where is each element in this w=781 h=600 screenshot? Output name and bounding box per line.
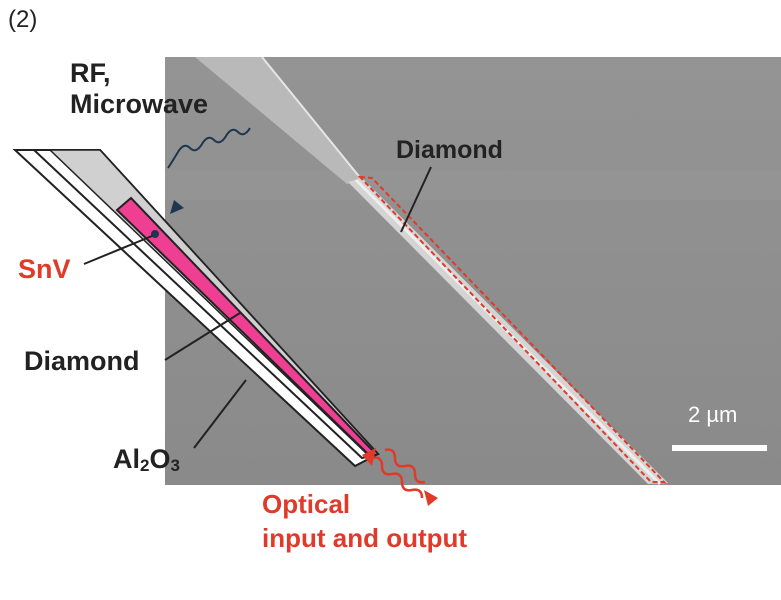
optical-label-line1: Optical xyxy=(262,489,351,519)
al2o3-label: Al2O3 xyxy=(113,444,180,476)
snv-center-dot xyxy=(151,230,159,238)
snv-label: SnV xyxy=(18,254,71,284)
sem-image xyxy=(165,57,781,485)
diamond-sem-leader xyxy=(400,166,432,233)
snv-leader xyxy=(83,235,153,265)
sem-probe-tip xyxy=(195,57,362,184)
bidirectional-wavy-arrow-icon xyxy=(362,448,438,506)
al2o3-o: O xyxy=(149,444,171,474)
al2o3-sub3: 3 xyxy=(170,456,180,475)
scale-bar xyxy=(672,445,767,451)
diamond-schematic-leader xyxy=(164,312,241,361)
wavy-arrow-icon xyxy=(167,127,251,214)
optical-label-line2: input and output xyxy=(262,522,468,553)
rf-label-line1: RF, xyxy=(70,58,111,88)
optical-io-label: Optical input and output xyxy=(262,488,467,556)
diamond-sem-label: Diamond xyxy=(396,136,503,164)
rf-label-line2: Microwave xyxy=(70,89,209,120)
scale-bar-label: 2 µm xyxy=(688,402,738,427)
sem-waveguide-highlight xyxy=(354,178,662,485)
diamond-outline-dashed xyxy=(357,175,667,483)
al2o3-leader xyxy=(193,379,247,449)
sem-probe-edge xyxy=(261,57,363,181)
al2o3-al: Al xyxy=(113,444,140,474)
al2o3-sub2: 2 xyxy=(140,456,150,475)
sem-band xyxy=(165,170,781,200)
diamond-schematic-label: Diamond xyxy=(24,346,140,376)
panel-label: (2) xyxy=(8,6,38,33)
rf-microwave-label: RF, Microwave xyxy=(70,58,208,120)
